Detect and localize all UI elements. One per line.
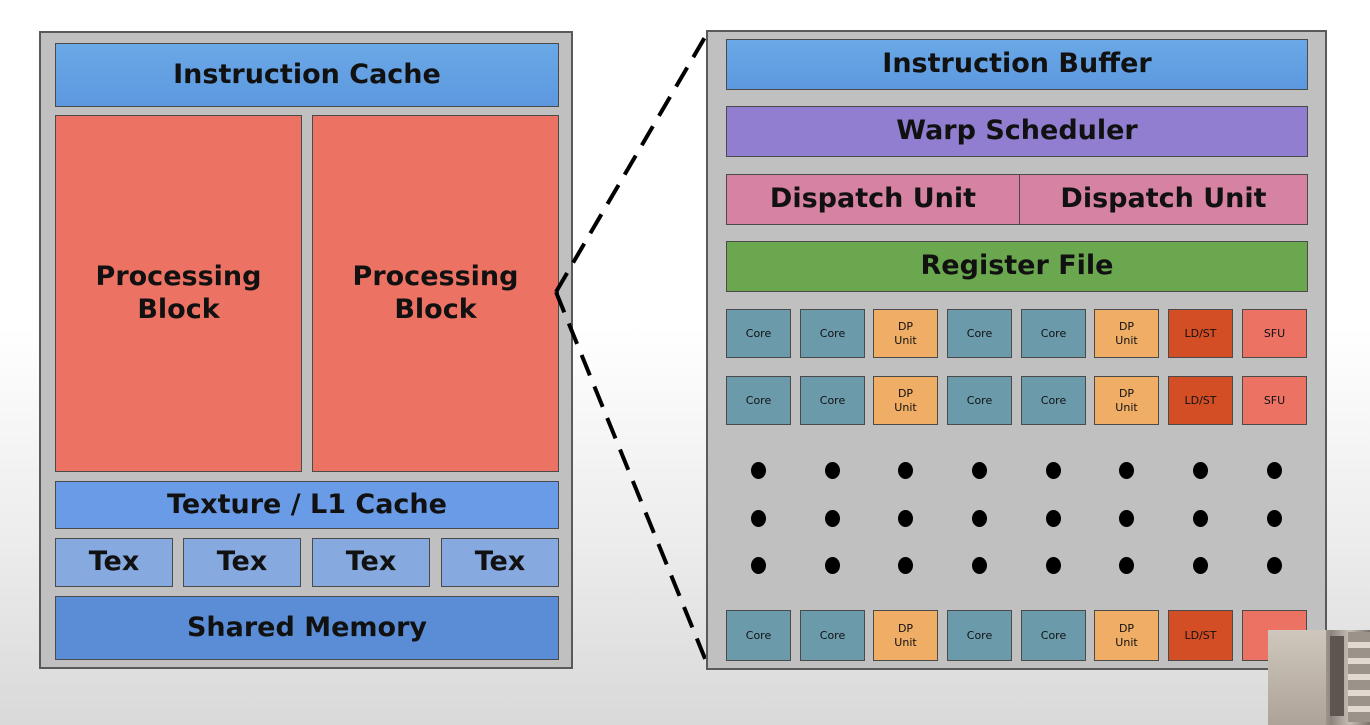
warp-scheduler: Warp Scheduler xyxy=(726,106,1308,157)
tex-unit: Tex xyxy=(312,538,430,587)
processing-block-2: Processing Block xyxy=(312,115,559,472)
ellipsis-dot xyxy=(825,462,840,479)
ellipsis-dots xyxy=(708,32,1325,668)
core-unit: Core xyxy=(800,376,865,425)
core-unit: Core xyxy=(726,610,791,661)
dp-unit: DP Unit xyxy=(1094,610,1159,661)
ldst-unit: LD/ST xyxy=(1168,309,1233,358)
sm-panel: Instruction Cache Processing Block Proce… xyxy=(39,31,573,669)
dp-unit: DP Unit xyxy=(873,610,938,661)
core-unit: Core xyxy=(1021,610,1086,661)
dp-unit: DP Unit xyxy=(1094,309,1159,358)
dp-unit: DP Unit xyxy=(1094,376,1159,425)
ellipsis-dot xyxy=(1267,510,1282,527)
dp-unit: DP Unit xyxy=(873,309,938,358)
dispatch-unit-1: Dispatch Unit xyxy=(726,174,1020,225)
instruction-cache: Instruction Cache xyxy=(55,43,559,107)
ellipsis-dot xyxy=(1046,462,1061,479)
ellipsis-dot xyxy=(972,462,987,479)
ellipsis-dot xyxy=(972,510,987,527)
shared-memory: Shared Memory xyxy=(55,596,559,660)
core-unit: Core xyxy=(800,610,865,661)
webcam-thumbnail xyxy=(1268,630,1370,725)
dispatch-unit-2: Dispatch Unit xyxy=(1019,174,1308,225)
ldst-unit: LD/ST xyxy=(1168,376,1233,425)
ellipsis-dot xyxy=(751,462,766,479)
sfu-unit: SFU xyxy=(1242,376,1307,425)
core-unit: Core xyxy=(1021,309,1086,358)
ellipsis-dot xyxy=(1267,462,1282,479)
ellipsis-dot xyxy=(1119,510,1134,527)
ellipsis-dot xyxy=(1267,557,1282,574)
processing-block-1: Processing Block xyxy=(55,115,302,472)
ellipsis-dot xyxy=(898,462,913,479)
ellipsis-dot xyxy=(751,557,766,574)
tex-unit: Tex xyxy=(183,538,301,587)
sfu-unit: SFU xyxy=(1242,309,1307,358)
register-file: Register File xyxy=(726,241,1308,292)
ellipsis-dot xyxy=(1193,557,1208,574)
instruction-buffer: Instruction Buffer xyxy=(726,39,1308,90)
core-unit: Core xyxy=(726,376,791,425)
dp-unit: DP Unit xyxy=(873,376,938,425)
ellipsis-dot xyxy=(898,557,913,574)
processing-block-detail-panel: Instruction Buffer Warp Scheduler Dispat… xyxy=(706,30,1327,670)
core-unit: Core xyxy=(1021,376,1086,425)
core-unit: Core xyxy=(726,309,791,358)
ellipsis-dot xyxy=(1193,510,1208,527)
core-unit: Core xyxy=(947,610,1012,661)
ellipsis-dot xyxy=(1046,557,1061,574)
ellipsis-dot xyxy=(1193,462,1208,479)
core-unit: Core xyxy=(947,309,1012,358)
tex-unit: Tex xyxy=(55,538,173,587)
ellipsis-dot xyxy=(825,557,840,574)
core-unit: Core xyxy=(800,309,865,358)
ellipsis-dot xyxy=(1119,557,1134,574)
ellipsis-dot xyxy=(972,557,987,574)
ellipsis-dot xyxy=(1119,462,1134,479)
tex-unit: Tex xyxy=(441,538,559,587)
ellipsis-dot xyxy=(898,510,913,527)
core-unit: Core xyxy=(947,376,1012,425)
ellipsis-dot xyxy=(751,510,766,527)
ellipsis-dot xyxy=(1046,510,1061,527)
ldst-unit: LD/ST xyxy=(1168,610,1233,661)
ellipsis-dot xyxy=(825,510,840,527)
texture-l1-cache: Texture / L1 Cache xyxy=(55,481,559,529)
